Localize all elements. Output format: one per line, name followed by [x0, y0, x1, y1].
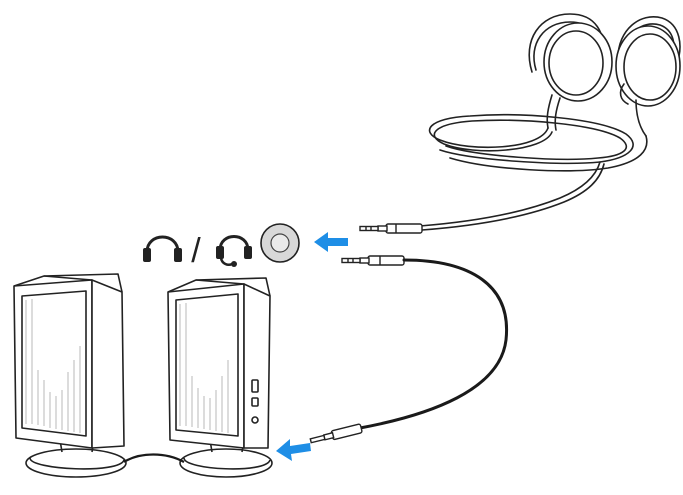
headphone-plug	[360, 224, 422, 233]
svg-text:/: /	[191, 232, 201, 270]
headphones-icon	[143, 237, 182, 262]
separator-slash: /	[191, 232, 201, 270]
speaker-cable	[360, 260, 507, 428]
right-speaker	[168, 278, 272, 477]
headset-icon	[216, 237, 252, 268]
left-speaker	[14, 274, 126, 477]
speaker-cable-plug-bottom	[310, 424, 363, 445]
insert-arrow-icon	[314, 232, 348, 252]
insert-arrow-icon-speaker	[276, 439, 311, 461]
speaker-link-cable	[124, 455, 184, 463]
headphones-illustration	[420, 14, 680, 230]
audio-jack-icon	[261, 224, 299, 262]
speaker-cable-plug-top	[342, 256, 404, 265]
